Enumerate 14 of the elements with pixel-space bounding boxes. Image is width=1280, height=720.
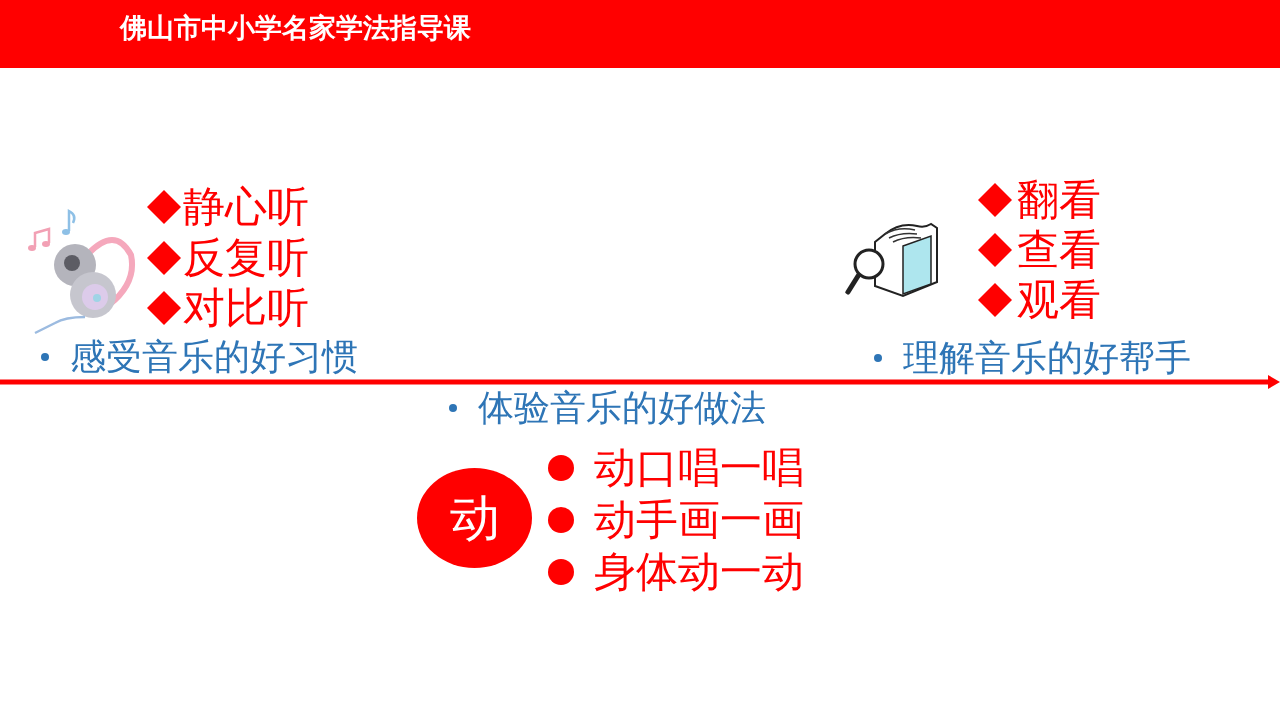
section-caption: 感受音乐的好习惯 (70, 335, 358, 379)
ellipse-label: 动 (449, 490, 500, 546)
list-item-text: 对比听 (183, 282, 309, 334)
list-item-text: 反复听 (183, 232, 309, 284)
list-item-text: 静心听 (183, 181, 309, 233)
list-item-text: 动手画一画 (594, 494, 804, 546)
header-title: 佛山市中小学名家学法指导课 (120, 12, 471, 45)
section-caption: 体验音乐的好做法 (478, 386, 766, 430)
list-item-text: 动口唱一唱 (594, 442, 804, 494)
section-caption: 理解音乐的好帮手 (903, 336, 1191, 380)
list-item-text: 观看 (1017, 274, 1101, 326)
list-item-text: 翻看 (1017, 174, 1101, 226)
list-item-text: 身体动一动 (594, 546, 804, 598)
list-item-text: 查看 (1017, 224, 1101, 276)
